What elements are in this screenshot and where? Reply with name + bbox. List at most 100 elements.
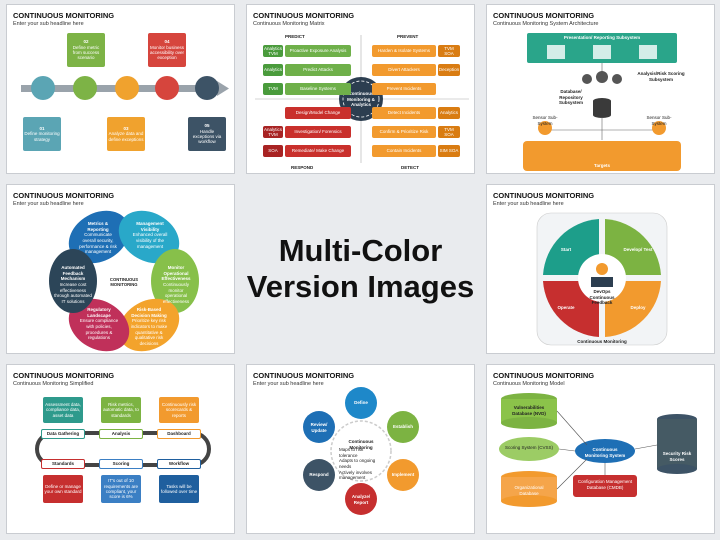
- slide-thumbnail-9[interactable]: CONTINUOUS MONITORING Continuous Monitor…: [486, 364, 715, 534]
- flow-loop: [35, 431, 211, 467]
- step-number: 02: [83, 39, 89, 45]
- slide-thumbnail-3[interactable]: CONTINUOUS MONITORING Continuous Monitor…: [486, 4, 715, 174]
- petal-title: Automated Feedback Mechanism: [60, 265, 86, 282]
- petal-text: Communicate overall security, performanc…: [79, 232, 117, 255]
- step-text: Define monitoring strategy: [24, 131, 60, 142]
- slide-title: CONTINUOUS MONITORING: [493, 371, 595, 380]
- petal-review: Review/ Update: [310, 422, 328, 433]
- quadrant-start: Start: [560, 247, 572, 252]
- slide-thumbnail-4[interactable]: CONTINUOUS MONITORING Enter your sub hea…: [6, 184, 235, 354]
- slide-subtitle: Enter your sub headline here: [13, 21, 84, 27]
- petal-title: Risk-Based Decision Making: [131, 307, 167, 318]
- detect-label: DETECT: [401, 165, 419, 170]
- right-item-2: Divert Attackers: [372, 64, 436, 76]
- slide-title: CONTINUOUS MONITORING: [493, 11, 595, 20]
- slide-subtitle: Enter your sub headline here: [13, 201, 84, 207]
- step-text: Monitor business accessibility over exce…: [149, 44, 185, 61]
- note-scoring: IT's out of 10 requirements are complian…: [101, 475, 141, 503]
- slide-subtitle: Continuous Monitoring Matrix: [253, 21, 325, 27]
- left-item-1: Proactive Exposure Analysis: [285, 45, 351, 57]
- timeline-arrow: [21, 76, 229, 100]
- step-number: 05: [204, 123, 210, 129]
- devops-quadrants: [536, 212, 668, 346]
- slide-title: CONTINUOUS MONITORING: [13, 11, 115, 20]
- step-text: Define metric from success scenario: [72, 44, 100, 61]
- matrix-hub-label: Continuous Monitoring & Analytics: [347, 91, 375, 108]
- note-workflow: Tasks will be followed over time: [159, 475, 199, 503]
- left-tag-6: SOA: [263, 145, 283, 157]
- quadrant-develop: Develop/ Test: [623, 247, 653, 252]
- slide-subtitle: Continuous Monitoring Model: [493, 381, 565, 387]
- database-subsystem: Database/ Repository Subsystem: [558, 89, 583, 106]
- petal-analyze: Analyze/ Report: [351, 494, 371, 505]
- slide-subtitle: Enter your sub headline here: [493, 201, 564, 207]
- petal-text: Enhanced overall visibility of the manag…: [132, 232, 168, 249]
- right-item-5: Confirm & Prioritize Risk: [372, 126, 436, 138]
- right-item-3: Prevent Incidents: [372, 83, 436, 95]
- cycle-hub-title: Continuous Monitoring: [348, 439, 374, 450]
- petal-define: Define: [354, 400, 368, 405]
- hub-point: Actively involves management: [339, 469, 373, 481]
- step-analysis: Analysis: [99, 429, 143, 439]
- center-heading: Multi-Color Version Images: [246, 184, 475, 354]
- step-dashboard: Dashboard: [157, 429, 201, 439]
- slide-thumbnail-6[interactable]: CONTINUOUS MONITORING Enter your sub hea…: [486, 184, 715, 354]
- slide-thumbnail-7[interactable]: CONTINUOUS MONITORING Continuous Monitor…: [6, 364, 235, 534]
- right-item-4: Detect Incidents: [372, 107, 436, 119]
- petal-hub-label: CONTINUOUS MONITORING: [109, 277, 139, 288]
- center-line-1: Multi-Color: [278, 233, 443, 269]
- slide-thumbnail-1[interactable]: CONTINUOUS MONITORING Enter your sub hea…: [6, 4, 235, 174]
- hub-point: Adapts to ongoing needs: [339, 458, 376, 469]
- cmdb-node: Configuration Management Database (CMDB): [577, 479, 633, 490]
- scoring-system: Scoring System (CVSS): [505, 445, 554, 450]
- slide-title: CONTINUOUS MONITORING: [13, 371, 115, 380]
- slide-title: CONTINUOUS MONITORING: [253, 11, 355, 20]
- left-item-2: Predict Attacks: [285, 64, 351, 76]
- cms-node: Continuous Monitoring System: [584, 447, 626, 458]
- petal-implement: Implement: [391, 472, 415, 477]
- left-item-5: Investigation/ Forensics: [285, 126, 351, 138]
- step-text: Analyze data and define exceptions: [108, 131, 144, 142]
- petal-title: Management Visibility: [136, 221, 164, 232]
- respond-label: RESPOND: [291, 165, 314, 170]
- slide-subtitle: Continuous Monitoring System Architectur…: [493, 21, 599, 27]
- devops-hub-label: DevOps Continuous Feedback: [589, 289, 615, 306]
- slide-thumbnail-2[interactable]: CONTINUOUS MONITORING Continuous Monitor…: [246, 4, 475, 174]
- right-tag-2: Deception: [438, 64, 460, 76]
- sensor-2: Sensor Sub-System: [646, 115, 672, 126]
- note-data-gathering: Assessment data, compliance data, asset …: [43, 397, 83, 423]
- cycle-hub-points: Maps to risk tolerance Adapts to ongoing…: [339, 447, 383, 481]
- step-scoring: Scoring: [99, 459, 143, 469]
- right-tag-6: SIM SOA: [438, 145, 460, 157]
- petal-establish: Establish: [392, 424, 413, 429]
- step-data-gathering: Data Gathering: [41, 429, 85, 439]
- step-standards: Standards: [41, 459, 85, 469]
- cycle-diagram: [303, 387, 419, 515]
- petal-text: Prioritize key risk indicators to make q…: [130, 318, 168, 346]
- sensor-1: Sensor Sub-System: [532, 115, 558, 126]
- hub-point: Maps to risk tolerance: [339, 447, 364, 458]
- architecture-graphics: [523, 45, 681, 171]
- step-workflow: Workflow: [157, 459, 201, 469]
- petal-respond: Respond: [309, 472, 329, 477]
- analysis-subsystem: Analysis/Risk Scoring Subsystem: [637, 71, 685, 82]
- left-item-6: Remediate/ Make Change: [285, 145, 351, 157]
- petal-diagram: [49, 210, 199, 352]
- left-item-3: Baseline Systems: [285, 83, 351, 95]
- prevent-label: PREVENT: [397, 34, 419, 39]
- slide-title: CONTINUOUS MONITORING: [253, 371, 355, 380]
- petal-title: Metrics & Reporting: [87, 221, 109, 232]
- quadrant-operate: Operate: [557, 305, 575, 310]
- predict-label: PREDICT: [285, 34, 305, 39]
- left-tag-3: TVM: [263, 83, 283, 95]
- left-tag-2: Analytics: [263, 64, 283, 76]
- step-number: 01: [39, 125, 45, 131]
- slide-subtitle: Enter your sub headline here: [253, 381, 324, 387]
- left-tag-1: Analytics TVM: [263, 45, 283, 57]
- slide-thumbnail-8[interactable]: CONTINUOUS MONITORING Enter your sub hea…: [246, 364, 475, 534]
- right-item-6: Contain Incidents: [372, 145, 436, 157]
